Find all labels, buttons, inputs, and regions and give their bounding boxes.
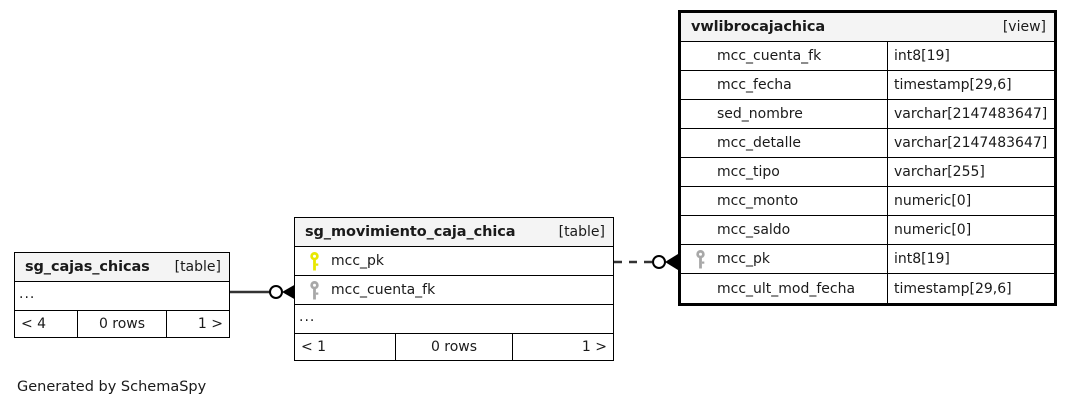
entity-header: sg_cajas_chicas [table]	[15, 253, 229, 282]
column-name: mcc_cuenta_fk	[717, 48, 822, 64]
relationship-cajas-to-movimiento	[228, 284, 297, 300]
column-cell: mcc_pk	[681, 245, 887, 273]
ellipsis-label: ...	[19, 286, 36, 302]
entity-footer: < 4 0 rows 1 >	[15, 311, 229, 337]
key-icon-foreign	[303, 280, 325, 300]
entity-kind-label: [table]	[174, 259, 221, 275]
column-type: int8[19]	[887, 245, 1054, 273]
column-name: mcc_tipo	[717, 164, 780, 180]
column-type: numeric[0]	[887, 187, 1054, 215]
column-cell: mcc_cuenta_fk	[295, 276, 613, 304]
entity-columns-ellipsis-row: ...	[295, 305, 613, 334]
entity-sg-movimiento-caja-chica[interactable]: sg_movimiento_caja_chica [table] mcc_pk	[294, 217, 614, 361]
key-icon-foreign	[689, 249, 711, 269]
table-row[interactable]: mcc_fecha timestamp[29,6]	[681, 71, 1054, 100]
column-name: mcc_pk	[331, 253, 385, 269]
column-type: int8[19]	[887, 42, 1054, 70]
column-cell: mcc_saldo	[681, 216, 887, 244]
column-type: numeric[0]	[887, 216, 1054, 244]
footer-parent-count: < 1	[301, 339, 327, 355]
column-name: mcc_detalle	[717, 135, 801, 151]
column-cell: mcc_monto	[681, 187, 887, 215]
column-type: varchar[2147483647]	[887, 129, 1054, 157]
table-row[interactable]: mcc_monto numeric[0]	[681, 187, 1054, 216]
entity-kind-label: [table]	[558, 224, 605, 240]
column-cell: mcc_pk	[295, 247, 613, 275]
table-row[interactable]: mcc_detalle varchar[2147483647]	[681, 129, 1054, 158]
entity-header: sg_movimiento_caja_chica [table]	[295, 218, 613, 247]
column-cell: mcc_detalle	[681, 129, 887, 157]
column-type: timestamp[29,6]	[887, 71, 1054, 99]
footer-row-count: 0 rows	[77, 311, 167, 337]
entity-sg-cajas-chicas[interactable]: sg_cajas_chicas [table] ... < 4 0 rows 1…	[14, 252, 230, 338]
relationship-circle-marker	[269, 285, 283, 299]
entity-header: vwlibrocajachica [view]	[681, 13, 1054, 42]
relationship-movimiento-to-view	[614, 254, 678, 270]
table-row[interactable]: mcc_cuenta_fk int8[19]	[681, 42, 1054, 71]
entity-title: sg_movimiento_caja_chica	[305, 224, 516, 240]
table-row[interactable]: sed_nombre varchar[2147483647]	[681, 100, 1054, 129]
table-row[interactable]: mcc_cuenta_fk	[295, 276, 613, 305]
column-name: mcc_cuenta_fk	[331, 282, 436, 298]
entity-kind-label: [view]	[1002, 19, 1046, 35]
column-name: mcc_fecha	[717, 77, 792, 93]
relationship-crowsfoot-marker	[665, 254, 678, 270]
entity-columns-ellipsis-row: ...	[15, 282, 229, 311]
column-name: mcc_pk	[717, 251, 771, 267]
generated-by-note: Generated by SchemaSpy	[17, 379, 207, 395]
table-row[interactable]: mcc_ult_mod_fecha timestamp[29,6]	[681, 274, 1054, 303]
entity-title: sg_cajas_chicas	[25, 259, 150, 275]
column-cell: mcc_cuenta_fk	[681, 42, 887, 70]
footer-row-count: 0 rows	[395, 334, 513, 360]
ellipsis-label: ...	[299, 309, 316, 325]
key-icon-primary	[303, 251, 325, 271]
column-cell: mcc_ult_mod_fecha	[681, 274, 887, 303]
column-name: mcc_saldo	[717, 222, 791, 238]
column-cell: sed_nombre	[681, 100, 887, 128]
table-row[interactable]: mcc_pk int8[19]	[681, 245, 1054, 274]
column-type: timestamp[29,6]	[887, 274, 1054, 303]
table-row[interactable]: mcc_tipo varchar[255]	[681, 158, 1054, 187]
column-type: varchar[255]	[887, 158, 1054, 186]
entity-footer: < 1 0 rows 1 >	[295, 334, 613, 360]
entity-vwlibrocajachica[interactable]: vwlibrocajachica [view] mcc_cuenta_fk in…	[678, 10, 1057, 306]
column-name: mcc_monto	[717, 193, 799, 209]
entity-title: vwlibrocajachica	[691, 19, 826, 35]
column-type: varchar[2147483647]	[887, 100, 1054, 128]
footer-child-count: 1 >	[197, 316, 223, 332]
column-cell: mcc_tipo	[681, 158, 887, 186]
footer-parent-count: < 4	[21, 316, 47, 332]
relationship-circle-marker	[652, 255, 666, 269]
table-row[interactable]: mcc_pk	[295, 247, 613, 276]
table-row[interactable]: mcc_saldo numeric[0]	[681, 216, 1054, 245]
footer-child-count: 1 >	[581, 339, 607, 355]
column-cell: mcc_fecha	[681, 71, 887, 99]
column-name: sed_nombre	[717, 106, 803, 122]
column-name: mcc_ult_mod_fecha	[717, 280, 856, 297]
